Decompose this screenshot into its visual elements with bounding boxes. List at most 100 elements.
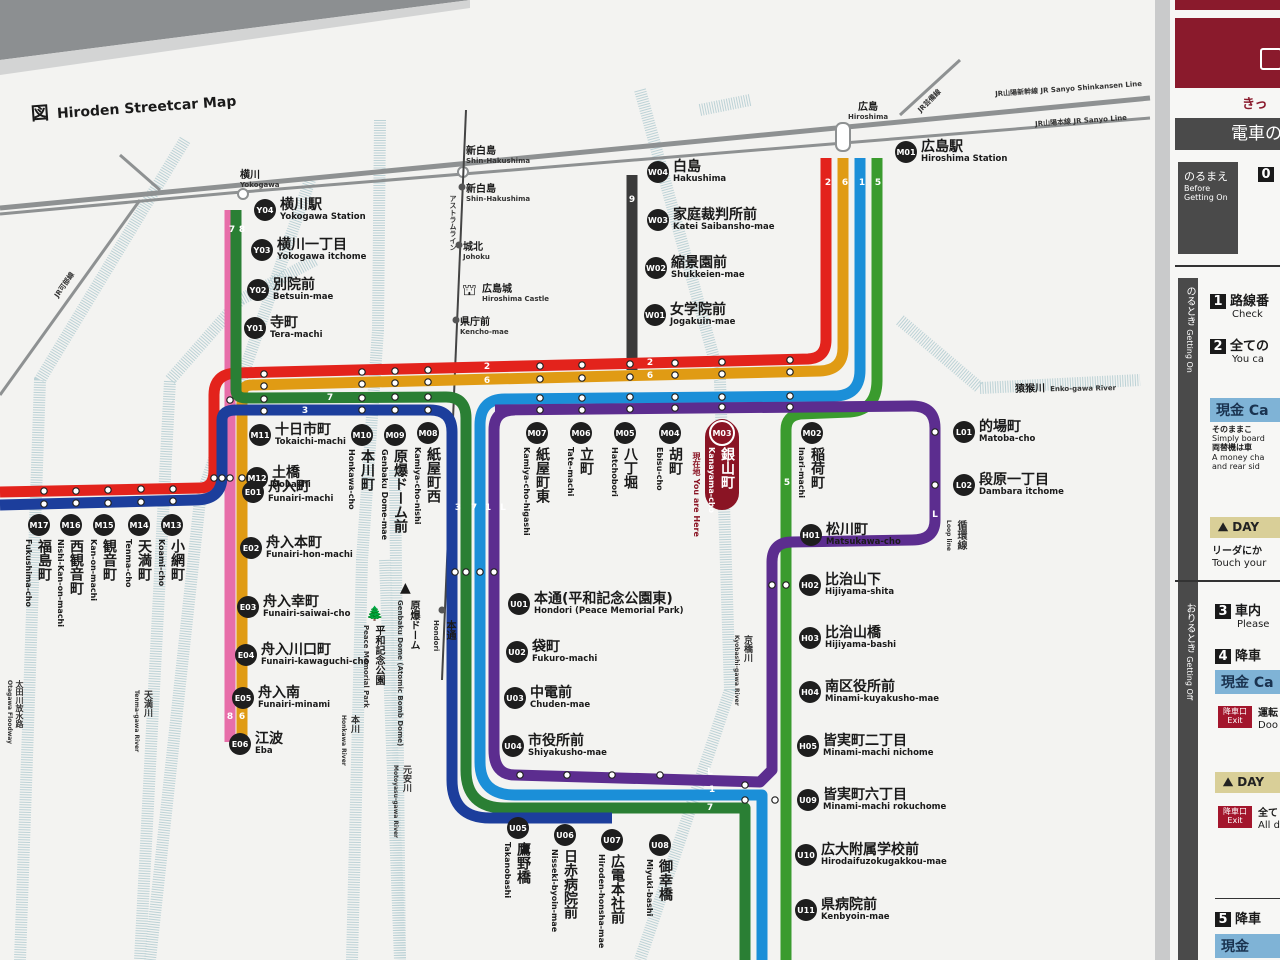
station-name-ja: 舟入川口町 — [261, 642, 331, 659]
day-pass-label-2: ⛰ DAY — [1215, 772, 1280, 793]
rivers — [14, 88, 1141, 960]
station-name-en: Funairi-kawaguchi-cho — [261, 656, 370, 667]
station-badge-m16: M16 — [60, 514, 82, 536]
station-name-ja: 御幸橋 — [657, 859, 673, 901]
track-stop-dot — [358, 394, 366, 402]
jr-hiroshima-station-marker — [835, 122, 851, 152]
route-number-label: 6 — [646, 371, 654, 381]
station-name-en: Tate-machi — [566, 447, 575, 497]
station-label-u01: 本通(平和記念公園東)Hondori (Peace Memorial Park) — [534, 592, 683, 616]
track-stop-dot — [260, 370, 268, 378]
station-name-ja: 舟入本町 — [266, 535, 322, 552]
station-name-en: Koami-cho — [157, 539, 166, 587]
river-motoyasu — [379, 559, 406, 960]
track-stop-dot — [671, 404, 679, 412]
track-stop-dot — [578, 374, 586, 382]
station-badge-w01: W01 — [644, 304, 666, 326]
route-number-label: 6 — [238, 712, 246, 722]
station-name-en: Tenma-cho — [124, 539, 133, 588]
track-stop-dot — [104, 499, 112, 507]
track-stop-dot — [391, 379, 399, 387]
station-name-ja: 家庭裁判所前 — [673, 207, 757, 224]
station-name-en: Dambara itchome — [979, 486, 1064, 497]
station-badge-u08: U08 — [649, 834, 671, 856]
station-badge-u05: U05 — [507, 817, 529, 839]
jr-sanyo-line — [0, 116, 1151, 216]
station-badge-y02: Y02 — [247, 279, 269, 301]
station-name-en: Funairi-minami — [258, 699, 331, 710]
track-stop-dot — [490, 568, 498, 576]
station-name-en: Hiroden-honsha-mae — [597, 854, 606, 949]
station-badge-e05: E05 — [232, 687, 254, 709]
track-stop-dot — [536, 375, 544, 383]
station-name-ja: 観音町 — [101, 539, 117, 581]
river-kyobashi — [634, 88, 737, 960]
station-name-ja: 白島 — [673, 159, 701, 176]
station-name-en: Eba — [255, 745, 273, 756]
track-stop-dot — [626, 373, 634, 381]
station-badge-e03: E03 — [237, 596, 259, 618]
track-stop-dot — [536, 362, 544, 370]
track-stop-dot — [671, 393, 679, 401]
station-name-en: Matsukawa-cho — [826, 536, 901, 547]
station-name-ja: 銀山町 — [719, 447, 735, 489]
route-number-label: 7 — [326, 393, 334, 403]
route-number-label: 6 — [841, 178, 849, 188]
station-badge-u09: U09 — [797, 789, 819, 811]
track-stop-dot — [786, 403, 794, 411]
station-name-en: Inari-machi — [797, 447, 806, 498]
track-stop-dot — [626, 405, 634, 413]
track-stop-dot — [516, 771, 524, 779]
station-badge-h04: H04 — [799, 681, 821, 703]
station-name-ja: 県病院前 — [821, 897, 877, 914]
station-name-en: Honkawa-cho — [347, 449, 356, 510]
track-stop-dot — [626, 360, 634, 368]
station-badge-e04: E04 — [235, 644, 257, 666]
astram-line-label: アストラムライン — [449, 195, 457, 251]
station-name-en: Tera-machi — [270, 329, 323, 340]
station-name-en: Kanayama-cho — [707, 447, 716, 514]
track-stop-dot — [578, 394, 586, 402]
station-name-ja: 横川駅 — [280, 197, 322, 214]
track-stop-dot — [768, 581, 776, 589]
station-name-en: Funairi-saiwai-cho — [263, 608, 351, 619]
station-badge-m13: M13 — [161, 514, 183, 536]
route-number-label: 2 — [824, 178, 832, 188]
river-honkawa — [389, 469, 406, 960]
track-stop-dot — [218, 474, 226, 482]
station-badge-m14: M14 — [128, 514, 150, 536]
station-badge-m01: M01 — [895, 141, 917, 163]
station-name-ja: 寺町 — [270, 315, 298, 332]
castle-icon: ⛫ — [462, 280, 477, 299]
station-badge-e01: E01 — [242, 481, 264, 503]
track-stop-dot — [656, 771, 664, 779]
route-number-label: 7 — [706, 803, 714, 813]
route-number-label: 6 — [483, 376, 491, 386]
